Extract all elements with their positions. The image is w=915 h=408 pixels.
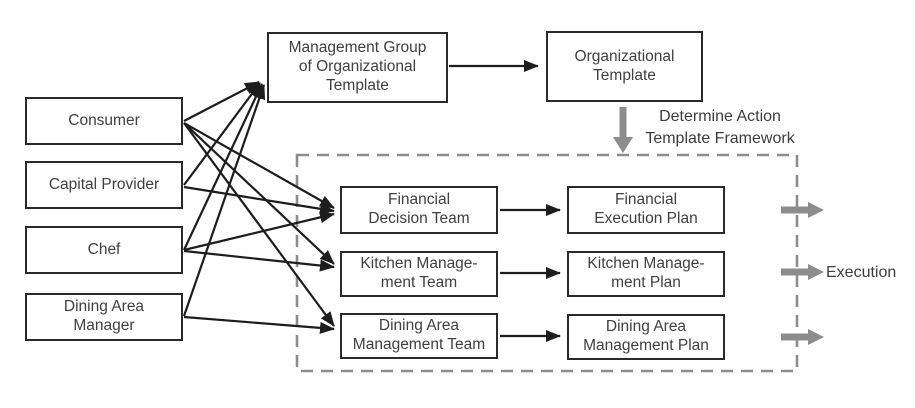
node-management-group: Management Group of Organizational Templ… bbox=[267, 32, 448, 103]
execution-label: Execution bbox=[826, 264, 897, 281]
edge-consumer-to-financial-team bbox=[183, 122, 335, 209]
node-financial-decision-team: Financial Decision Team bbox=[340, 186, 498, 234]
edge-consumer-to-kitchen-team bbox=[183, 122, 335, 265]
node-dining-area-management-plan: Dining Area Management Plan bbox=[567, 314, 725, 360]
edge-consumer-to-dining-team bbox=[183, 122, 335, 327]
execution-arrow-bottom bbox=[781, 329, 824, 345]
node-kitchen-management-plan: Kitchen Manage- ment Plan bbox=[567, 251, 725, 297]
determine-action-down-arrow bbox=[613, 107, 633, 153]
node-dining-area-management-team: Dining Area Management Team bbox=[340, 313, 498, 359]
determine-action-label: Determine Action Template Framework bbox=[645, 108, 795, 147]
node-kitchen-management-team: Kitchen Manage- ment Team bbox=[340, 251, 498, 297]
edge-consumer-to-management-group bbox=[183, 81, 260, 122]
edge-chef-to-management-group bbox=[183, 83, 263, 251]
edge-dining-manager-to-dining-team bbox=[183, 315, 335, 334]
node-organizational-template: Organizational Template bbox=[546, 31, 703, 102]
execution-arrow-top bbox=[781, 202, 824, 218]
edge-chef-to-kitchen-team bbox=[183, 249, 335, 272]
node-dining-area-manager: Dining Area Manager bbox=[25, 293, 183, 341]
node-chef: Chef bbox=[25, 226, 183, 274]
edge-capital-provider-to-management-group bbox=[183, 82, 261, 186]
edge-capital-provider-to-financial-team bbox=[183, 185, 335, 215]
edge-dining-manager-to-management-group bbox=[182, 84, 266, 317]
node-financial-execution-plan: Financial Execution Plan bbox=[567, 186, 725, 234]
node-capital-provider: Capital Provider bbox=[25, 161, 183, 209]
node-consumer: Consumer bbox=[25, 97, 183, 145]
execution-arrow-middle bbox=[781, 264, 824, 280]
edge-chef-to-financial-team bbox=[183, 211, 335, 252]
